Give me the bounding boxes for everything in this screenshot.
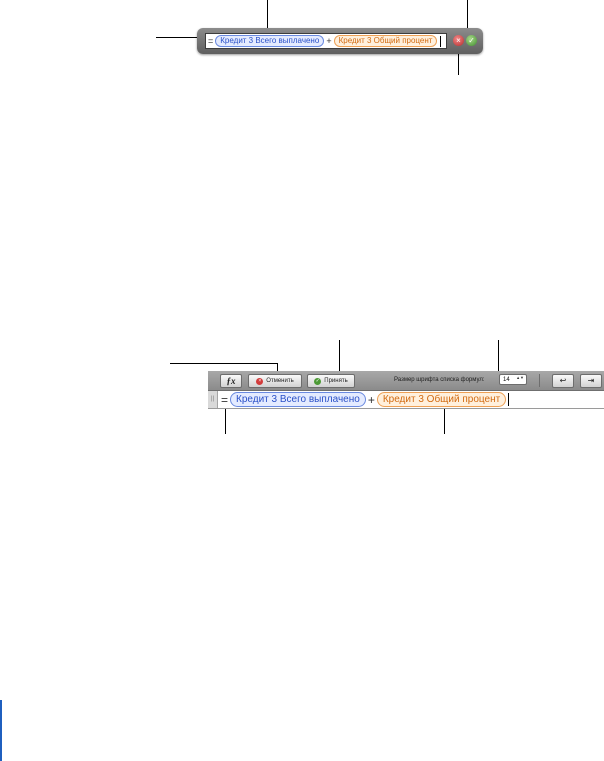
return-button[interactable]: ↩ [552, 374, 574, 388]
plus-operator: + [367, 392, 375, 407]
tab-button[interactable]: ⇥ [580, 374, 602, 388]
formula-toolbar: ƒx × Отменить ✓ Принять Размер шрифта сп… [208, 371, 604, 391]
callout-line-cancel [458, 54, 459, 75]
accept-button[interactable]: ✓ Принять [307, 374, 355, 388]
cancel-button[interactable]: × Отменить [248, 374, 302, 388]
formula-input-row[interactable]: || = Кредит 3 Всего выплачено + Кредит 3… [208, 391, 604, 409]
callout-line-cancel-h [170, 363, 277, 364]
callout-line-equals [225, 398, 226, 434]
callout-line-accept [467, 0, 468, 30]
callout-line-left [156, 37, 201, 38]
font-size-value: 14 [503, 377, 510, 383]
text-caret [440, 35, 442, 47]
compact-formula-field[interactable]: = Кредит 3 Всего выплачено + Кредит 3 Об… [205, 33, 447, 49]
function-icon: ƒx [226, 376, 236, 386]
toolbar-divider [539, 374, 540, 387]
function-button[interactable]: ƒx [220, 374, 242, 388]
accept-icon: ✓ [314, 377, 322, 385]
return-icon: ↩ [559, 376, 567, 385]
resize-handle-icon[interactable]: || [208, 391, 218, 408]
callout-line-cancel-v [277, 363, 278, 375]
cell-reference-token[interactable]: Кредит 3 Всего выплачено [215, 35, 325, 47]
equals-sign: = [221, 392, 229, 407]
equals-sign: = [208, 35, 214, 46]
stepper-arrows-icon[interactable]: ▲▼ [516, 375, 524, 380]
font-size-stepper[interactable]: 14 ▲▼ [499, 374, 527, 385]
cancel-button-label: Отменить [266, 378, 294, 384]
callout-line-reference [444, 403, 445, 434]
cancel-icon: × [256, 377, 264, 385]
accept-button-label: Принять [324, 378, 348, 384]
text-caret [508, 393, 510, 406]
callout-line-font-size [498, 340, 499, 374]
cell-reference-token[interactable]: Кредит 3 Общий процент [376, 392, 507, 407]
compact-formula-editor[interactable]: = Кредит 3 Всего выплачено + Кредит 3 Об… [197, 28, 483, 54]
callout-line-accept [339, 340, 340, 374]
page-margin-bar [0, 700, 2, 761]
tab-icon: ⇥ [587, 376, 595, 385]
cancel-icon[interactable]: × [453, 35, 464, 46]
callout-line-token [267, 0, 268, 28]
formula-content[interactable]: = Кредит 3 Всего выплачено + Кредит 3 Об… [221, 392, 510, 407]
accept-icon[interactable]: ✓ [466, 35, 477, 46]
plus-operator: + [326, 35, 332, 46]
font-size-label: Размер шрифта списка формул: [394, 377, 485, 383]
cell-reference-token[interactable]: Кредит 3 Общий процент [333, 35, 438, 47]
cell-reference-token[interactable]: Кредит 3 Всего выплачено [230, 392, 366, 407]
